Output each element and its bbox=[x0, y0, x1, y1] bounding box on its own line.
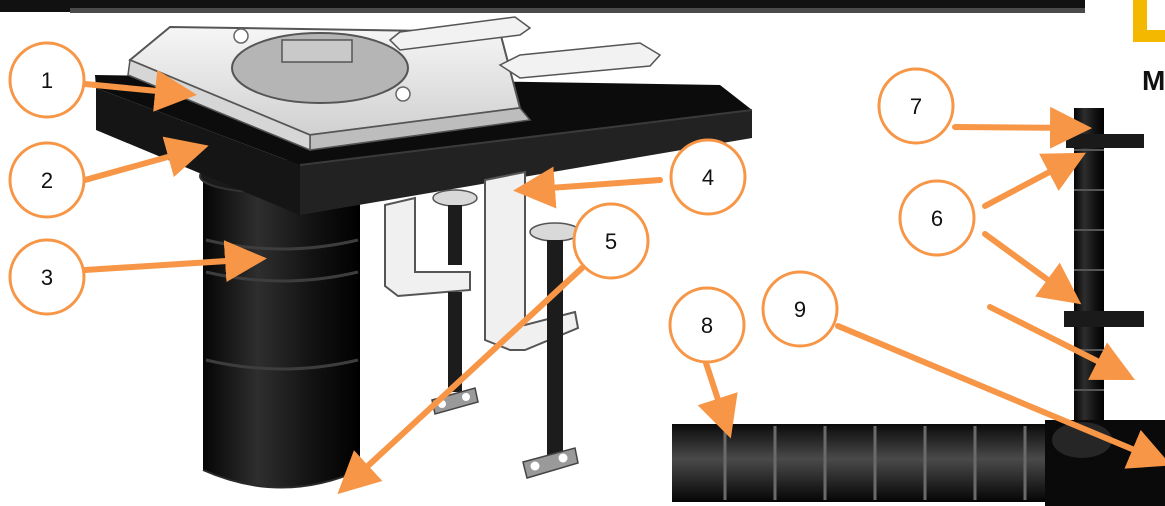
callout-marker-6: 6 bbox=[898, 179, 976, 257]
callout-arrow-11 bbox=[987, 304, 1136, 381]
callout-marker-4: 4 bbox=[669, 138, 747, 216]
segmented-arm-assembly bbox=[672, 108, 1165, 506]
top-bar-edge bbox=[70, 8, 1085, 13]
callout-arrows bbox=[82, 69, 1165, 495]
callout-arrow-2 bbox=[82, 136, 209, 183]
callout-arrow-6 bbox=[982, 152, 1086, 209]
callout-number: 2 bbox=[41, 168, 53, 193]
callout-arrow-9 bbox=[697, 357, 738, 439]
callout-marker-9: 9 bbox=[761, 270, 839, 348]
callout-circle bbox=[761, 270, 839, 348]
callout-number: 7 bbox=[910, 94, 922, 119]
callout-marker-7: 7 bbox=[877, 67, 955, 145]
callout-arrow-10 bbox=[835, 323, 1165, 469]
callout-circle bbox=[668, 286, 746, 364]
callout-circle bbox=[8, 41, 86, 119]
callout-arrow-5 bbox=[337, 265, 585, 495]
callout-arrow-1 bbox=[82, 69, 197, 112]
callout-marker-1: 1 bbox=[8, 41, 86, 119]
callout-marker-8: 8 bbox=[668, 286, 746, 364]
brand-mark: M bbox=[1142, 65, 1165, 96]
callout-circle bbox=[898, 179, 976, 257]
callout-arrow-7 bbox=[982, 231, 1082, 305]
callout-circle bbox=[8, 141, 86, 219]
c-clamp-brackets bbox=[384, 170, 580, 351]
logo-yellow-horizontal bbox=[1133, 30, 1165, 42]
callout-marker-5: 5 bbox=[572, 202, 650, 280]
callout-number: 9 bbox=[794, 297, 806, 322]
callout-number: 5 bbox=[605, 229, 617, 254]
callout-arrow-4 bbox=[513, 166, 663, 209]
callout-marker-3: 3 bbox=[8, 238, 86, 316]
callout-circle bbox=[8, 238, 86, 316]
cup-cylinder bbox=[202, 160, 361, 489]
callout-circle bbox=[572, 202, 650, 280]
callout-arrow-8 bbox=[952, 106, 1092, 149]
callout-circle bbox=[877, 67, 955, 145]
callout-circle bbox=[669, 138, 747, 216]
brand-logo: M bbox=[1133, 0, 1165, 96]
callout-markers: 1 2 3 4 5 6 7 8 9 bbox=[8, 41, 976, 364]
callout-number: 6 bbox=[931, 206, 943, 231]
callout-number: 4 bbox=[702, 165, 714, 190]
callout-arrow-3 bbox=[82, 240, 267, 283]
callout-number: 8 bbox=[701, 313, 713, 338]
callout-number: 1 bbox=[41, 68, 53, 93]
clamp-screws bbox=[431, 189, 581, 479]
callout-marker-2: 2 bbox=[8, 141, 86, 219]
tray-clips bbox=[388, 16, 662, 79]
callout-number: 3 bbox=[41, 265, 53, 290]
